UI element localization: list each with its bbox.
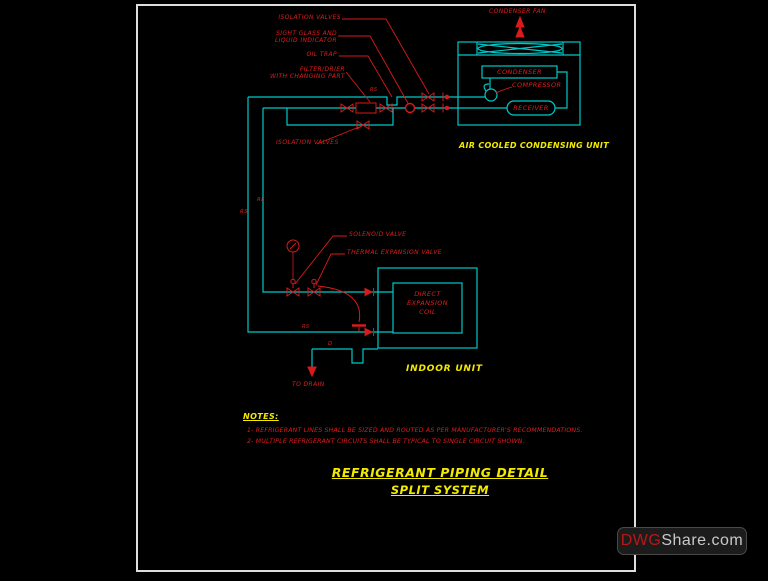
dx-coil-box	[392, 282, 463, 334]
indoor-unit-title: INDOOR UNIT	[406, 364, 483, 374]
condenser-to-receiver-pipe	[555, 71, 568, 109]
liquid-riser-rl	[262, 108, 393, 293]
condenser-fan-symbol	[477, 42, 563, 55]
isolation-valve-icon	[340, 103, 354, 113]
isolation-valve-icon	[421, 103, 435, 113]
thermal-expansion-valve-label: THERMAL EXPANSION VALVE	[347, 249, 442, 256]
drain-pipe-tag: D	[328, 341, 333, 347]
isolation-valves-label-left: ISOLATION VALVES	[276, 139, 339, 146]
note-2: 2- MULTIPLE REFRIGERANT CIRCUITS SHALL B…	[247, 438, 525, 445]
txv-capillary	[317, 285, 361, 323]
notes-heading: NOTES:	[243, 412, 279, 421]
annotation-leaders	[294, 18, 513, 286]
isolation-valve-icon	[421, 92, 435, 102]
isolation-valves-label-top: ISOLATION VALVES	[278, 14, 341, 21]
solenoid-valve-icon	[286, 287, 300, 297]
sight-glass-label: SIGHT GLASS AND LIQUID INDICATOR	[275, 30, 337, 44]
condensing-unit-box	[457, 41, 581, 126]
to-drain-label: TO DRAIN	[292, 381, 325, 388]
bypass-valve-icon	[356, 120, 370, 130]
rs-riser-tag: RS	[240, 209, 249, 215]
condenser-fan-label: CONDENSER FAN	[489, 8, 546, 15]
expansion-valve-icon	[307, 287, 321, 297]
drawing-title-line2: SPLIT SYSTEM	[390, 483, 490, 497]
drain-arrow-icon	[307, 366, 317, 378]
dx-coil-label: DIRECT EXPANSION COIL	[406, 290, 449, 316]
airflow-arrow-icon	[515, 25, 525, 38]
filter-drier-icon	[355, 102, 377, 114]
pipe-reducer-icon	[364, 287, 374, 297]
rs-pipe-tag-top: RS	[370, 87, 378, 93]
condensate-drain-with-trap	[312, 348, 378, 364]
oil-trap-label: OIL TRAP	[306, 51, 337, 58]
filter-drier-label: FILTER/DRIER WITH CHANGING PART	[269, 66, 345, 80]
filter-bypass-loop	[286, 108, 394, 126]
airflow-arrow-icon	[515, 15, 525, 28]
solenoid-valve-label: SOLENOID VALVE	[349, 231, 407, 238]
indoor-unit-box	[377, 267, 478, 349]
condenser-label: CONDENSER	[497, 68, 542, 76]
refrigerant-pipes	[247, 96, 507, 367]
air-cooled-unit-title: AIR COOLED CONDENSING UNIT	[459, 141, 609, 150]
pipe-reducer-icon	[364, 327, 374, 337]
compressor-symbol	[484, 88, 498, 102]
receiver-symbol	[506, 100, 556, 116]
suction-riser-rs	[247, 97, 393, 333]
watermark-prefix: DWG	[620, 532, 662, 549]
drawing-title-line1: REFRIGERANT PIPING DETAIL	[331, 465, 549, 480]
isolation-valve-icon	[379, 103, 393, 113]
condensing-unit-outline	[457, 41, 581, 126]
sheet-border	[136, 4, 636, 572]
rs-pipe-tag-bottom: RS	[302, 324, 310, 330]
valve-symbols	[286, 15, 525, 378]
watermark-suffix: Share.com	[661, 532, 744, 549]
compressor-label: COMPRESSOR	[512, 81, 562, 89]
indoor-unit-outline	[377, 267, 478, 349]
note-1: 1- REFRIGERANT LINES SHALL BE SIZED AND …	[247, 427, 583, 434]
sight-glass-icon	[404, 102, 416, 114]
receiver-label: RECEIVER	[513, 104, 549, 112]
rl-riser-tag: RL	[257, 197, 265, 203]
